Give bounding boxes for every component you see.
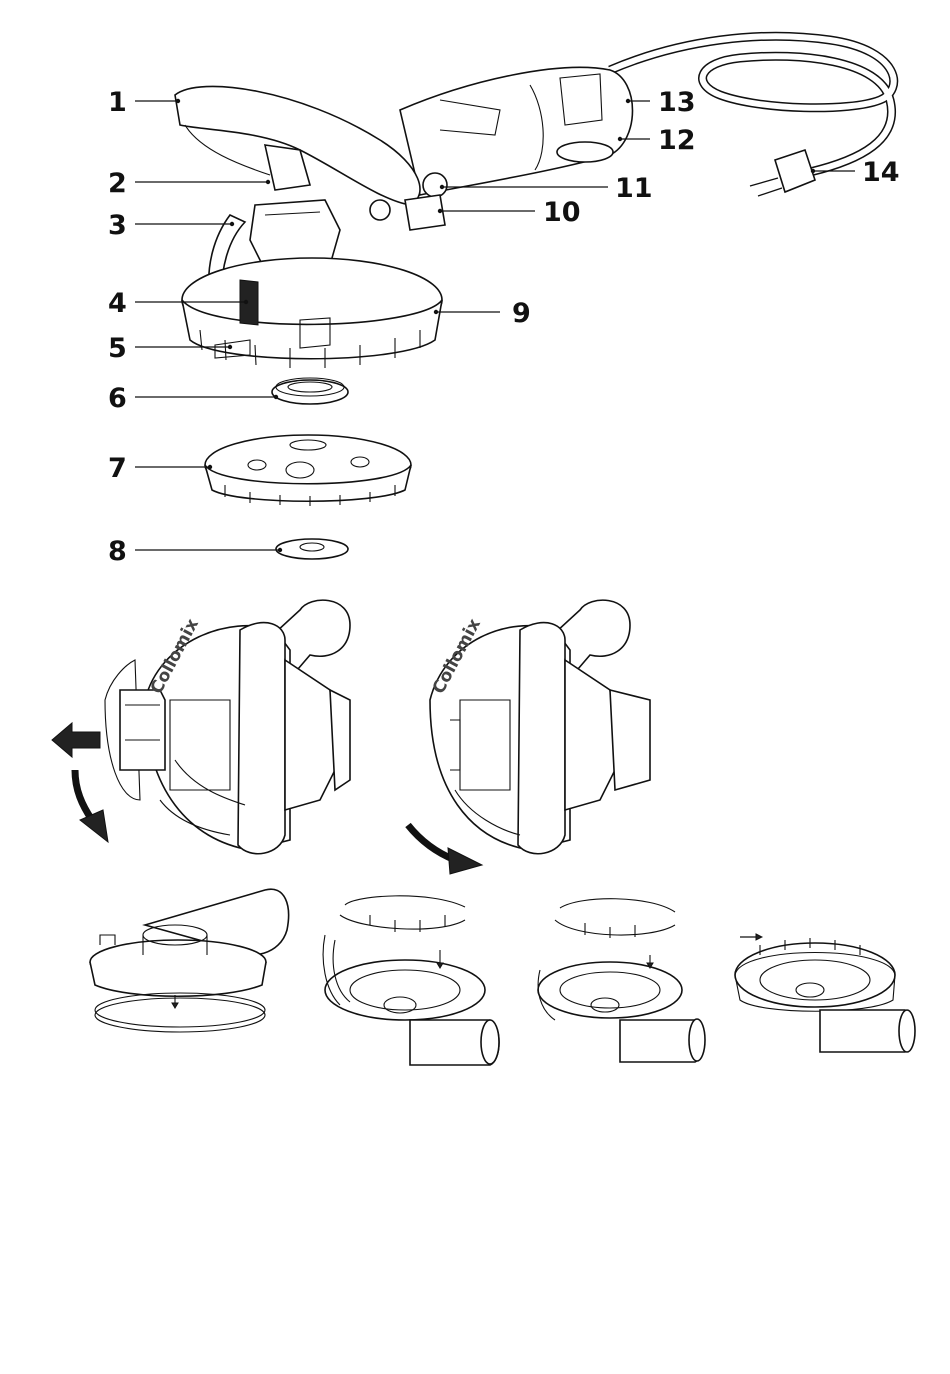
ring-assembly-step-3 bbox=[538, 899, 705, 1062]
hood-removal-right: Collomix bbox=[408, 600, 650, 874]
callout-8: 8 bbox=[108, 536, 127, 567]
grinder-exploded-view bbox=[175, 36, 894, 559]
rotate-arrow-icon bbox=[75, 770, 92, 820]
callout-12: 12 bbox=[658, 125, 696, 156]
callout-14: 14 bbox=[862, 157, 900, 188]
callout-6: 6 bbox=[108, 383, 127, 414]
hood-removal-left: Collomix bbox=[52, 600, 350, 854]
ring-assembly-step-1 bbox=[90, 889, 289, 1032]
dust-hood bbox=[182, 258, 442, 368]
callout-2: 2 bbox=[108, 168, 127, 199]
callout-9: 9 bbox=[512, 298, 531, 329]
diamond-cup-wheel bbox=[205, 435, 411, 506]
callout-13: 13 bbox=[658, 87, 696, 118]
ring-assembly-step-4 bbox=[735, 934, 915, 1052]
power-plug-icon bbox=[750, 150, 815, 196]
callout-4: 4 bbox=[108, 288, 127, 319]
rotate-arrow-icon bbox=[408, 825, 455, 860]
callout-7: 7 bbox=[108, 453, 127, 484]
callout-11: 11 bbox=[615, 173, 653, 204]
callout-3: 3 bbox=[108, 210, 127, 241]
ring-assembly-step-2 bbox=[323, 896, 499, 1065]
inner-flange bbox=[272, 378, 348, 404]
callout-1: 1 bbox=[108, 87, 127, 118]
callout-10: 10 bbox=[543, 197, 581, 228]
clamping-nut bbox=[276, 539, 348, 559]
pull-arrow-icon bbox=[52, 723, 100, 757]
callout-5: 5 bbox=[108, 333, 127, 364]
